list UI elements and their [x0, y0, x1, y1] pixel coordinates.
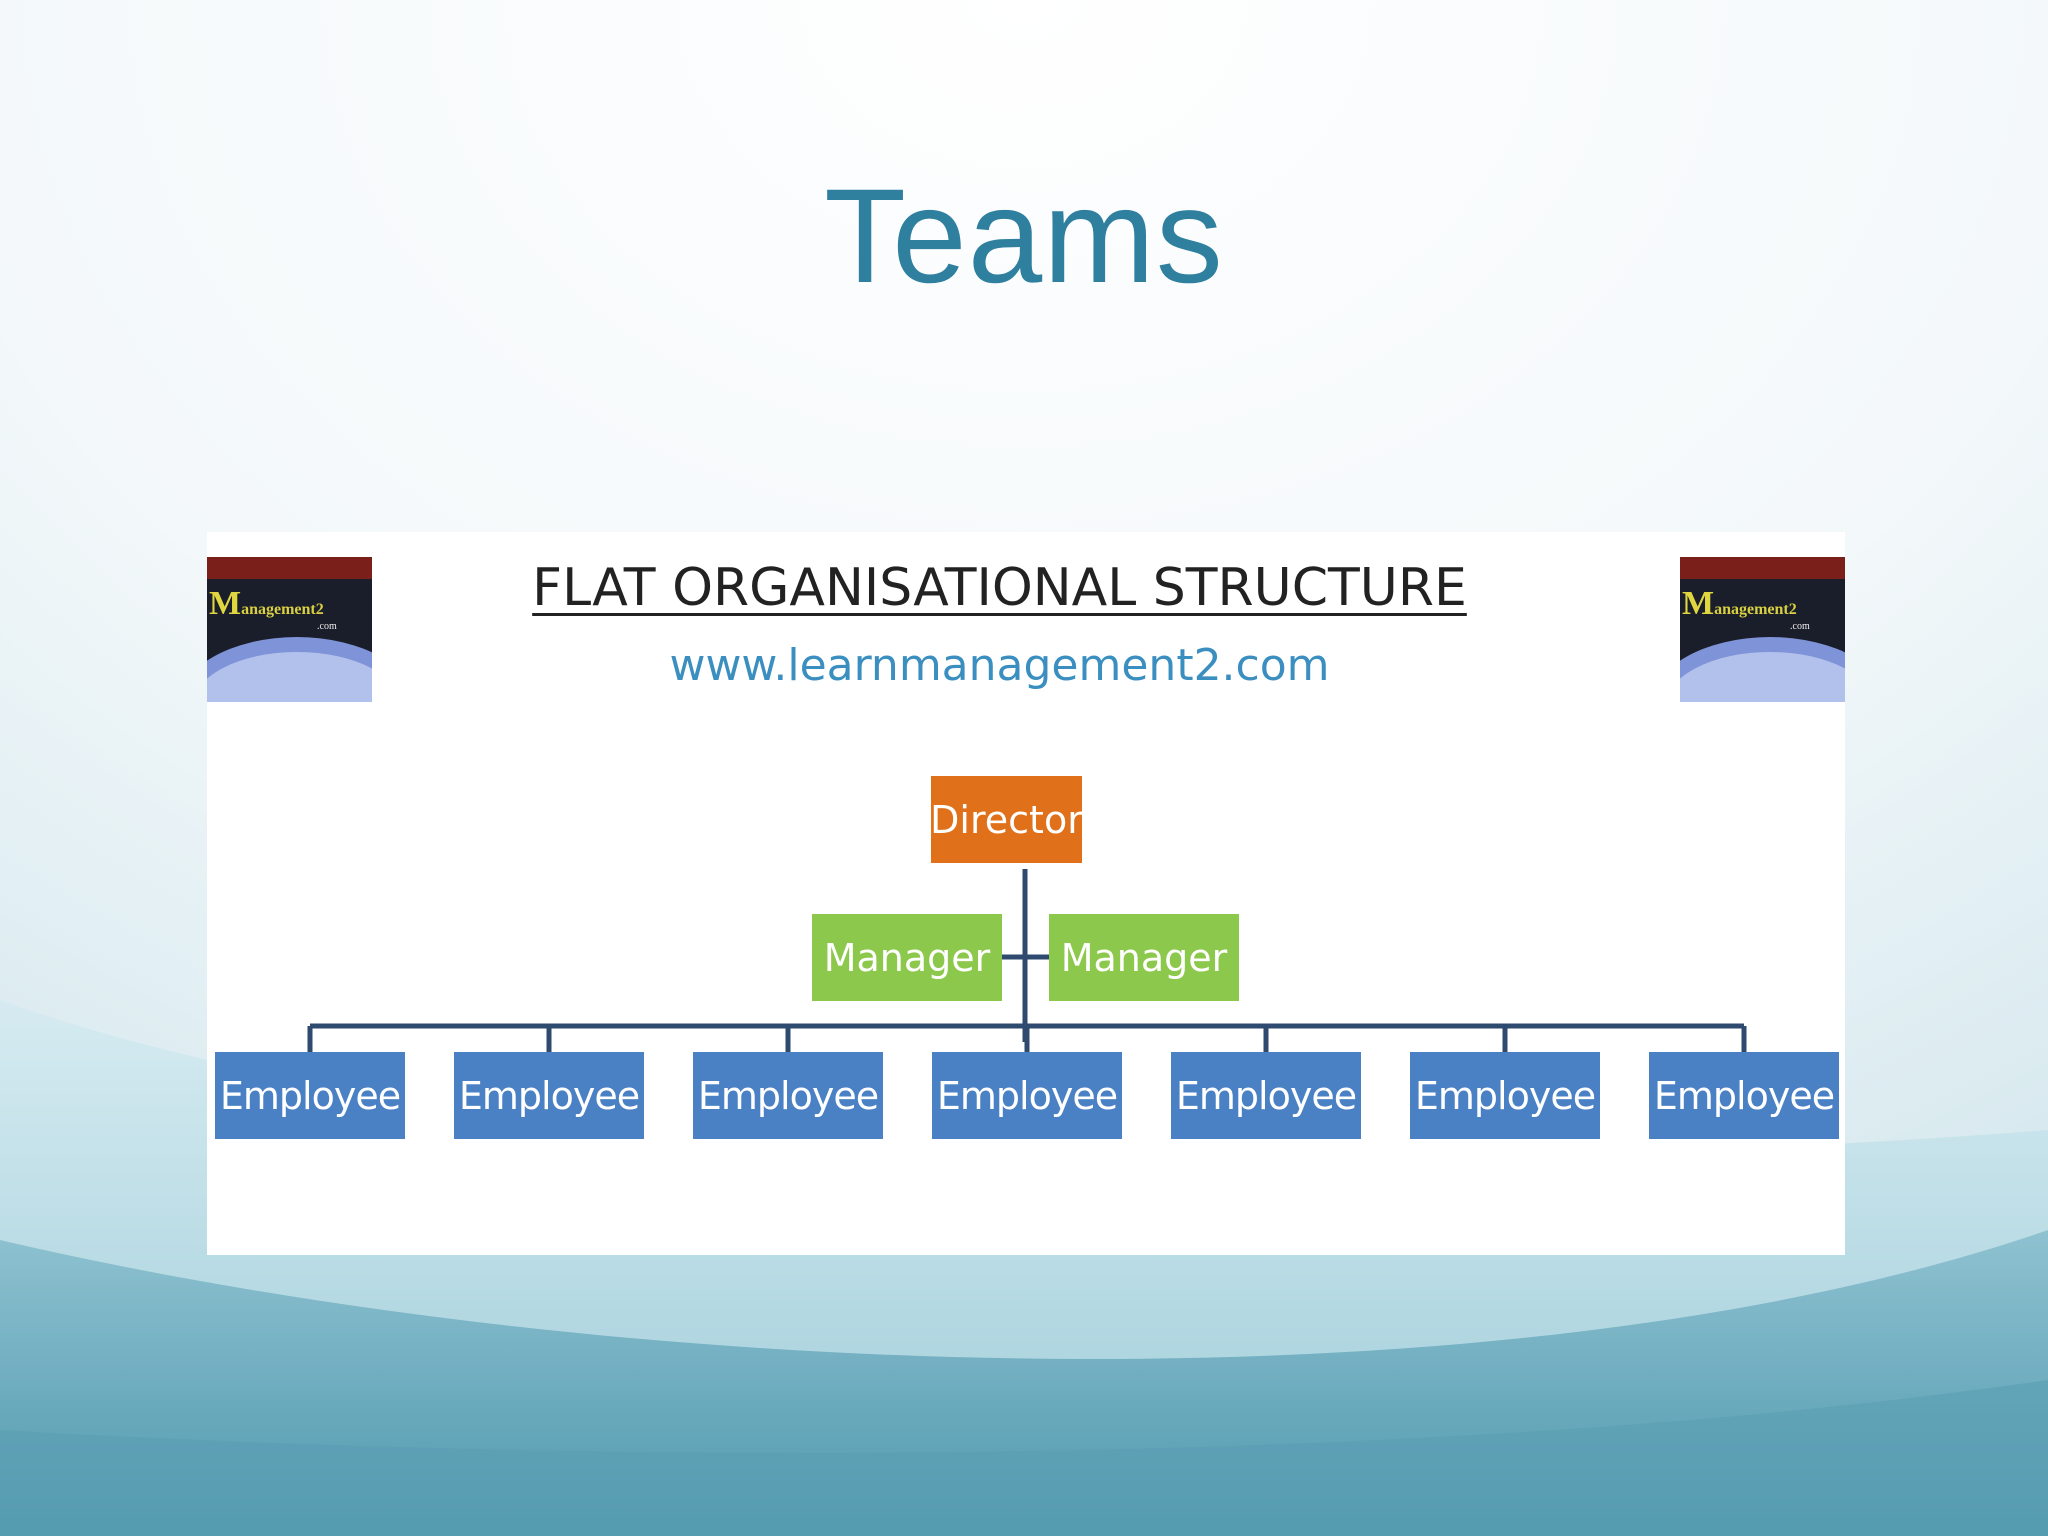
employee-node: Employee	[215, 1052, 405, 1139]
logo-text: Management2	[1682, 585, 1797, 622]
manager-node: Manager	[812, 914, 1002, 1001]
employee-node: Employee	[693, 1052, 883, 1139]
employee-node: Employee	[1171, 1052, 1361, 1139]
logo-left: Management2 .com	[207, 557, 372, 702]
slide-title: Teams	[824, 162, 1224, 311]
logo-sub: .com	[1790, 621, 1810, 632]
logo-sub: .com	[317, 621, 337, 632]
org-chart-image: Management2 .com Management2 .com FLAT O…	[207, 532, 1845, 1255]
diagram-url: www.learnmanagement2.com	[669, 640, 1330, 691]
diagram-title: FLAT ORGANISATIONAL STRUCTURE	[532, 558, 1467, 618]
logo-text: Management2	[209, 585, 324, 622]
employee-node: Employee	[1410, 1052, 1600, 1139]
director-node: Director	[931, 776, 1082, 863]
globe-icon	[207, 557, 372, 702]
connector-lines	[307, 869, 1747, 1052]
employee-node: Employee	[932, 1052, 1122, 1139]
manager-node: Manager	[1049, 914, 1239, 1001]
employee-node: Employee	[1649, 1052, 1839, 1139]
globe-icon	[1680, 557, 1845, 702]
employee-node: Employee	[454, 1052, 644, 1139]
logo-right: Management2 .com	[1680, 557, 1845, 702]
